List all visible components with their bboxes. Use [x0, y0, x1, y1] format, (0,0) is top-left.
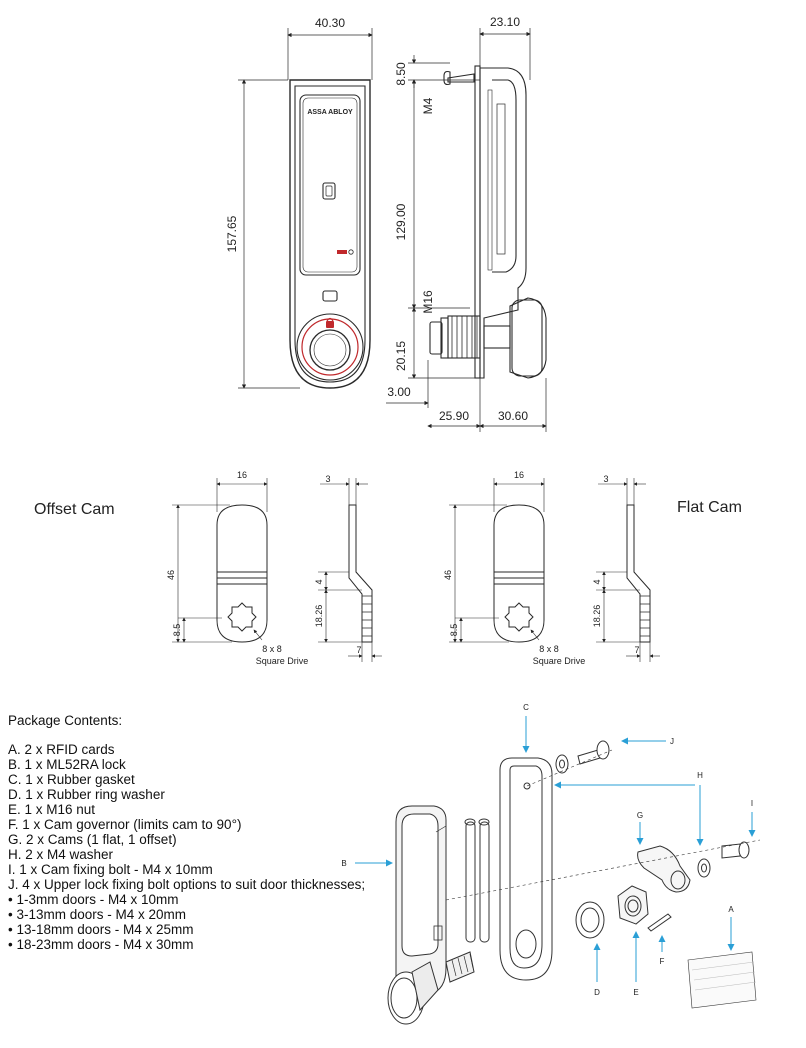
flat-cam-width-dim: 16 [514, 470, 524, 480]
side-screw-label: M4 [421, 97, 435, 114]
package-item-b: B. 1 x ML52RA lock [8, 757, 126, 772]
offset-cam-offset-dim: 4 [314, 579, 324, 584]
callout-h: H [697, 771, 703, 780]
side-thread-len-dim: 25.90 [439, 409, 469, 423]
front-width-dim: 40.30 [315, 16, 345, 30]
flat-cam-thick-dim: 3 [603, 474, 608, 484]
flat-cam-drive-2: Square Drive [533, 656, 586, 666]
package-item-e: E. 1 x M16 nut [8, 802, 96, 817]
package-item-c: C. 1 x Rubber gasket [8, 772, 135, 787]
offset-cam-drive-2: Square Drive [256, 656, 309, 666]
callout-j: J [670, 737, 674, 746]
brand-label: ASSA ABLOY [307, 109, 353, 116]
exploded-view [387, 740, 761, 1025]
package-item-f: F. 1 x Cam governor (limits cam to 90°) [8, 817, 242, 832]
package-item-d: D. 1 x Rubber ring washer [8, 787, 165, 802]
side-view [386, 28, 547, 432]
side-lower-dim: 20.15 [394, 341, 408, 371]
offset-cam-title: Offset Cam [34, 501, 115, 518]
package-contents-heading: Package Contents: [8, 713, 123, 728]
m16-nut-part [617, 885, 649, 925]
callout-c: C [523, 703, 529, 712]
flat-cam-title: Flat Cam [677, 499, 742, 516]
flat-cam-offset-dim: 4 [592, 579, 602, 584]
package-item-j: J. 4 x Upper lock fixing bolt options to… [8, 877, 366, 892]
offset-cam-width-dim: 16 [237, 470, 247, 480]
callout-leaders [355, 716, 756, 982]
cam-fixing-bolt-part [721, 841, 750, 859]
offset-cam-hole-dim: 8.5 [172, 624, 182, 637]
hinge-pins-part [464, 818, 490, 943]
package-item-a: A. 2 x RFID cards [8, 742, 115, 757]
callout-i: I [751, 799, 753, 808]
package-item-g: G. 2 x Cams (1 flat, 1 offset) [8, 832, 177, 847]
side-thread-label: M16 [421, 290, 435, 314]
flat-cam-hole-dim: 8.5 [449, 624, 459, 637]
callout-d: D [594, 988, 600, 997]
flat-cam-drive-1: 8 x 8 [539, 644, 559, 654]
offset-cam-offset-len-dim: 18.26 [314, 605, 324, 628]
package-bullet-3: • 13-18mm doors - M4 x 25mm [8, 922, 194, 937]
flat-cam-drawing [449, 478, 660, 662]
side-depth-dim: 23.10 [490, 15, 520, 29]
package-contents: Package Contents: A. 2 x RFID cards B. 1… [8, 713, 365, 952]
offset-cam-drawing [172, 478, 382, 662]
callout-a: A [728, 905, 734, 914]
package-contents-list: A. 2 x RFID cards B. 1 x ML52RA lock C. … [8, 742, 365, 952]
side-knob-dim: 30.60 [498, 409, 528, 423]
cam-part [637, 845, 691, 893]
front-view [238, 28, 373, 389]
m4-washer-part [697, 858, 711, 878]
side-screw-dim: 8.50 [394, 62, 408, 86]
side-height-dim: 129.00 [394, 203, 408, 240]
callout-e: E [633, 988, 638, 997]
package-bullet-2: • 3-13mm doors - M4 x 20mm [8, 907, 187, 922]
callout-g: G [637, 811, 643, 820]
callout-f: F [660, 957, 665, 966]
package-bullet-1: • 1-3mm doors - M4 x 10mm [8, 892, 179, 907]
offset-cam-length-dim: 46 [166, 570, 176, 580]
side-plate-dim: 3.00 [387, 385, 411, 399]
callout-b: B [341, 859, 346, 868]
upper-bolt-part [555, 740, 610, 774]
package-item-i: I. 1 x Cam fixing bolt - M4 x 10mm [8, 862, 213, 877]
ring-washer-part [575, 901, 605, 939]
offset-cam-foot-dim: 7 [356, 645, 361, 655]
flat-cam-offset-len-dim: 18.26 [592, 605, 602, 628]
package-bullet-4: • 18-23mm doors - M4 x 30mm [8, 937, 194, 952]
offset-cam-thick-dim: 3 [325, 474, 330, 484]
package-item-h: H. 2 x M4 washer [8, 847, 114, 862]
rfid-cards-part [687, 951, 757, 1009]
cam-governor-part [647, 913, 672, 932]
rubber-gasket-part [499, 757, 553, 981]
flat-cam-length-dim: 46 [443, 570, 453, 580]
flat-cam-foot-dim: 7 [634, 645, 639, 655]
front-height-dim: 157.65 [225, 215, 239, 252]
offset-cam-drive-1: 8 x 8 [262, 644, 282, 654]
